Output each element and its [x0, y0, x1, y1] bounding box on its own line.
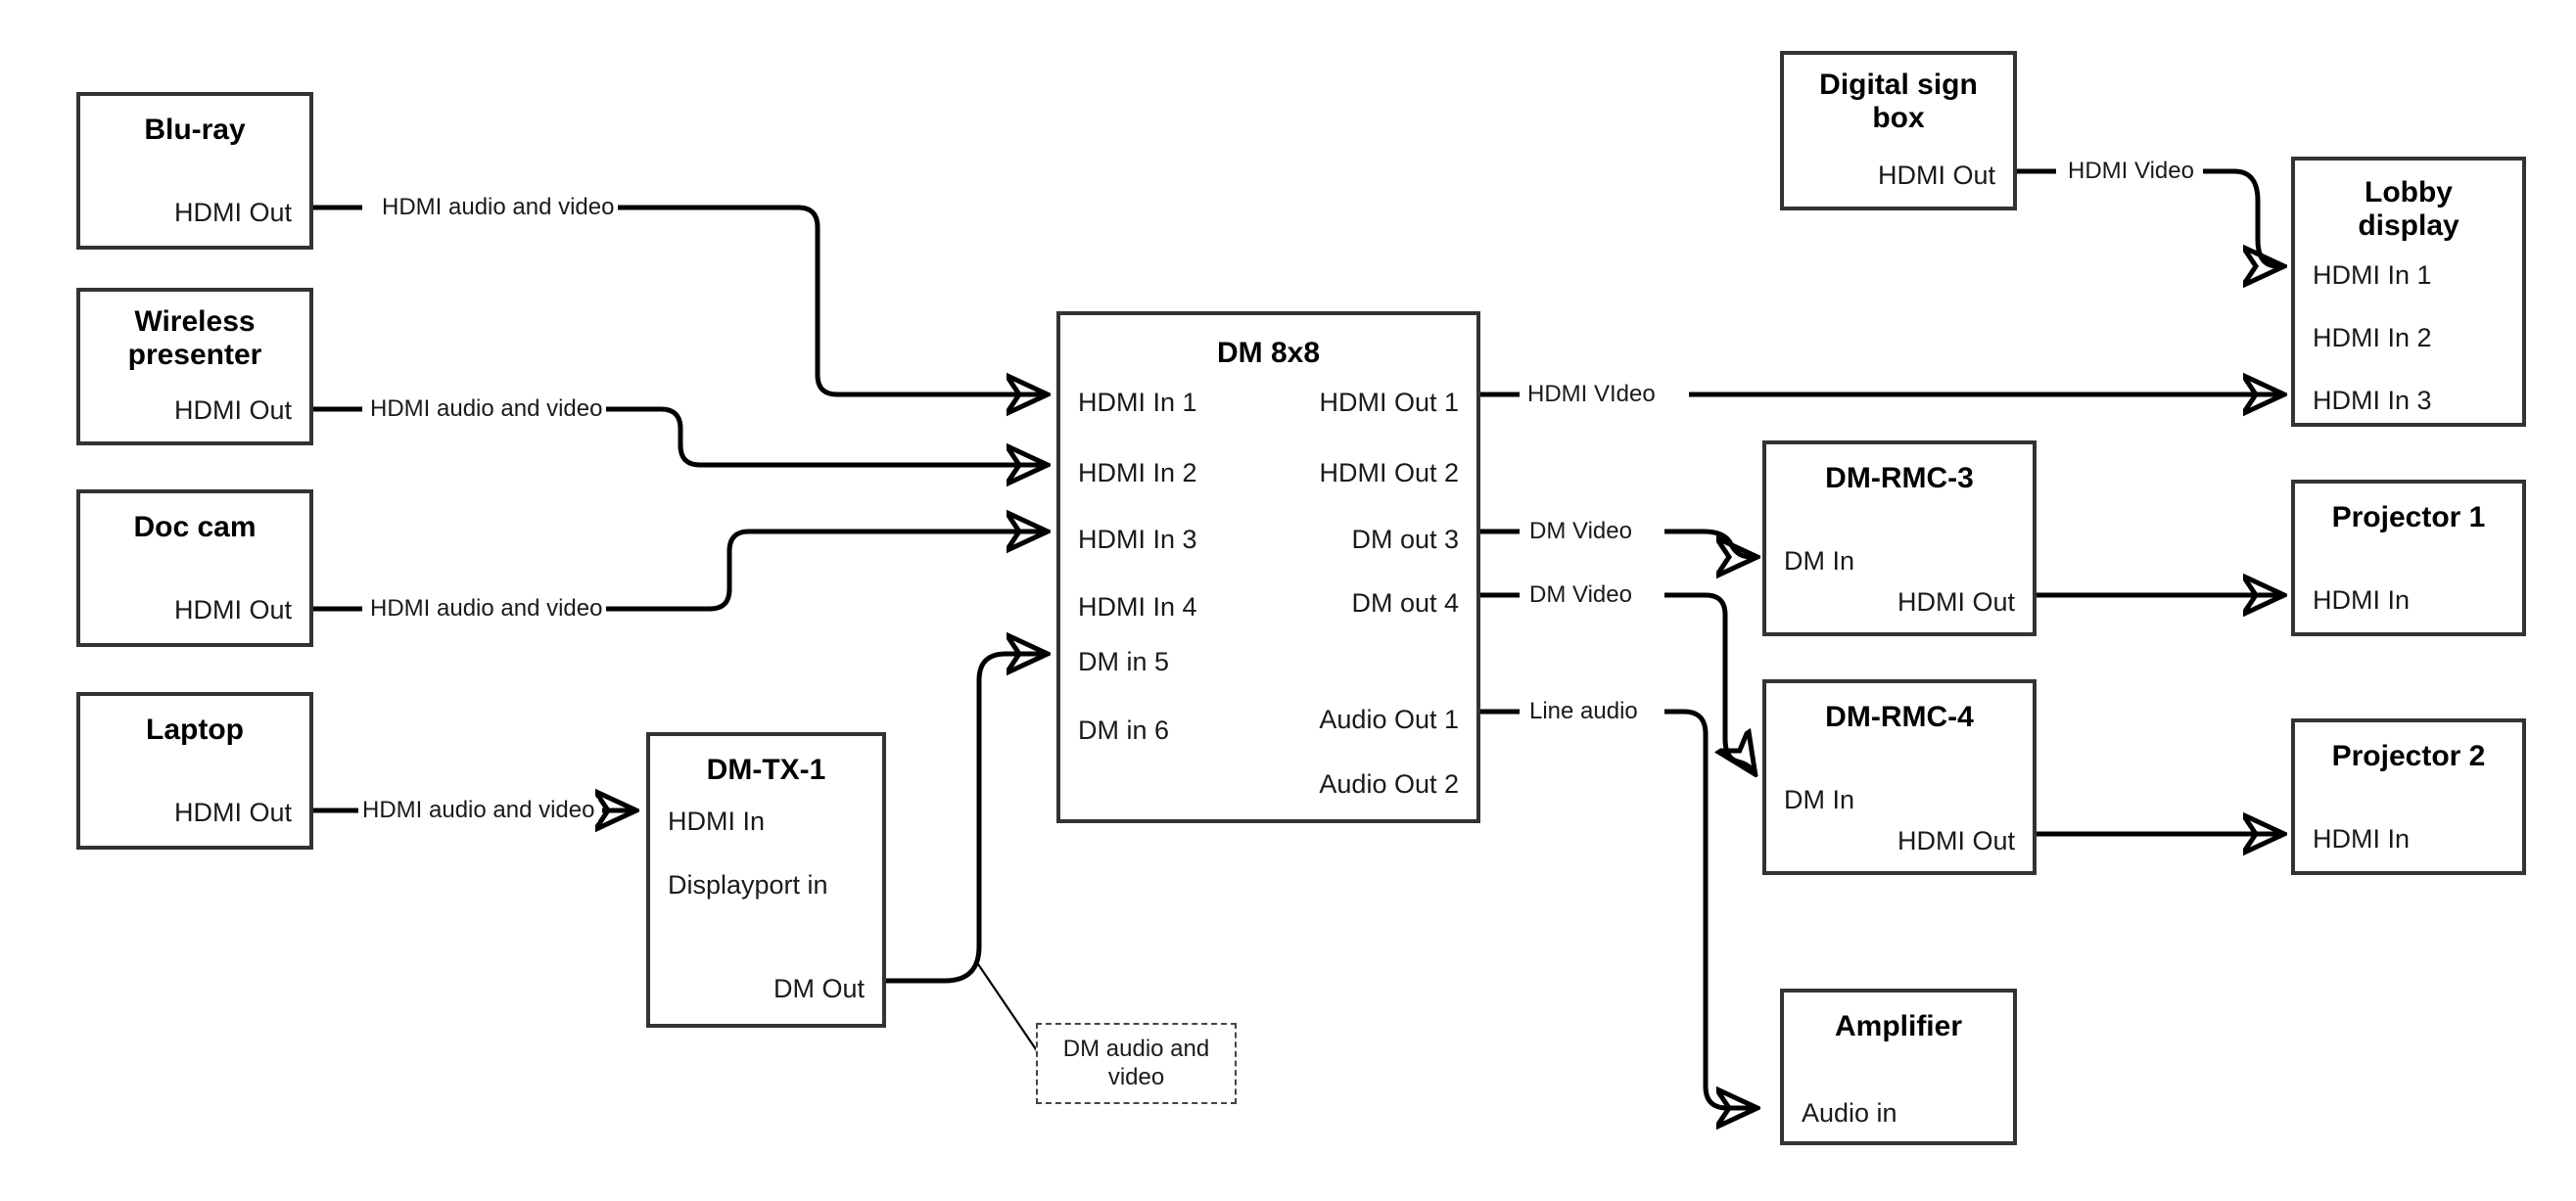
device-projector-2-port-hdmi-in: HDMI In	[2313, 824, 2411, 854]
device-bluray-port-hdmi-out: HDMI Out	[173, 198, 292, 227]
wire-dm-out4-to-rmc4	[1480, 592, 1753, 770]
device-projector-1-port-hdmi-in: HDMI In	[2313, 585, 2411, 615]
device-amplifier[interactable]: Amplifier Audio in	[1780, 989, 2017, 1145]
device-dm-rmc-4-title: DM-RMC-4	[1825, 701, 1974, 733]
device-wireless-presenter[interactable]: Wireless presenter HDMI Out	[76, 288, 313, 445]
device-wireless-presenter-title: Wireless presenter	[127, 305, 262, 371]
device-digital-sign-box-title: Digital sign box	[1819, 69, 1978, 134]
edge-label-bluray-to-dm: HDMI audio and video	[378, 196, 619, 219]
device-digital-sign-box[interactable]: Digital sign box HDMI Out	[1780, 51, 2017, 210]
device-amplifier-title: Amplifier	[1834, 1010, 1963, 1042]
device-dm-8x8-title: DM 8x8	[1216, 337, 1321, 369]
device-laptop[interactable]: Laptop HDMI Out	[76, 692, 313, 850]
device-wireless-presenter-port-hdmi-out: HDMI Out	[173, 395, 292, 425]
device-dm-tx-1-title: DM-TX-1	[706, 754, 826, 786]
device-dm-8x8-output-hdmi-out-2: HDMI Out 2	[1319, 458, 1459, 487]
device-dm-8x8-input-dm-in-5: DM in 5	[1078, 647, 1170, 676]
callout-dm-audio-and-video: DM audio and video	[1036, 1023, 1237, 1104]
device-bluray[interactable]: Blu-ray HDMI Out	[76, 92, 313, 250]
device-laptop-port-hdmi-out: HDMI Out	[173, 798, 292, 827]
device-projector-2[interactable]: Projector 2 HDMI In	[2291, 718, 2526, 875]
device-dm-8x8-output-dm-out-4: DM out 4	[1351, 588, 1459, 618]
device-dm-rmc-3-port-dm-in: DM In	[1784, 546, 1855, 576]
wire-dm-audio-to-amplifier	[1480, 709, 1753, 1108]
device-dm-8x8-output-audio-out-1: Audio Out 1	[1319, 705, 1459, 734]
device-laptop-title: Laptop	[146, 714, 244, 746]
wire-callout-leader	[977, 963, 1039, 1053]
device-lobby-display-input-hdmi-in-3: HDMI In 3	[2313, 386, 2432, 415]
edge-label-dm-out4-to-rmc4: DM Video	[1525, 583, 1636, 607]
edge-label-laptop-to-dmtx1: HDMI audio and video	[358, 799, 599, 822]
device-lobby-display[interactable]: Lobby display HDMI In 1 HDMI In 2 HDMI I…	[2291, 157, 2526, 427]
edge-label-sign-to-lobby: HDMI Video	[2064, 160, 2198, 183]
device-dm-rmc-4-port-hdmi-out: HDMI Out	[1897, 826, 2015, 855]
device-lobby-display-title: Lobby display	[2358, 176, 2459, 242]
device-bluray-title: Blu-ray	[144, 114, 246, 146]
edge-label-dm-audio-to-amp: Line audio	[1525, 700, 1642, 723]
device-doc-cam-port-hdmi-out: HDMI Out	[173, 595, 292, 624]
device-digital-sign-box-port-hdmi-out: HDMI Out	[1877, 161, 1995, 190]
device-dm-rmc-4-port-dm-in: DM In	[1784, 785, 1855, 814]
device-dm-tx-1[interactable]: DM-TX-1 HDMI In Displayport in DM Out	[646, 732, 886, 1028]
device-dm-8x8-output-hdmi-out-1: HDMI Out 1	[1319, 388, 1459, 417]
wire-bluray-to-dm-in1	[313, 205, 1043, 394]
edge-label-dm-out3-to-rmc3: DM Video	[1525, 520, 1636, 543]
device-dm-8x8-input-hdmi-in-4: HDMI In 4	[1078, 592, 1197, 622]
device-dm-8x8-input-hdmi-in-3: HDMI In 3	[1078, 525, 1197, 554]
device-dm-rmc-3-title: DM-RMC-3	[1825, 462, 1974, 494]
device-lobby-display-input-hdmi-in-2: HDMI In 2	[2313, 323, 2432, 352]
device-dm-8x8-input-dm-in-6: DM in 6	[1078, 716, 1170, 745]
edge-label-dm-out1-to-lobby: HDMI VIdeo	[1523, 383, 1660, 406]
device-dm-8x8-input-hdmi-in-2: HDMI In 2	[1078, 458, 1197, 487]
device-dm-rmc-3[interactable]: DM-RMC-3 DM In HDMI Out	[1762, 440, 2037, 636]
device-dm-8x8-output-audio-out-2: Audio Out 2	[1319, 769, 1459, 799]
device-dm-8x8[interactable]: DM 8x8 HDMI In 1 HDMI In 2 HDMI In 3 HDM…	[1056, 311, 1480, 823]
device-doc-cam-title: Doc cam	[133, 511, 257, 543]
device-projector-1[interactable]: Projector 1 HDMI In	[2291, 480, 2526, 636]
device-dm-tx-1-port-displayport-in: Displayport in	[668, 870, 828, 900]
device-dm-tx-1-port-dm-out: DM Out	[773, 974, 865, 1003]
device-lobby-display-input-hdmi-in-1: HDMI In 1	[2313, 260, 2432, 290]
device-dm-8x8-input-hdmi-in-1: HDMI In 1	[1078, 388, 1197, 417]
device-dm-8x8-output-dm-out-3: DM out 3	[1351, 525, 1459, 554]
device-amplifier-port-audio-in: Audio in	[1802, 1098, 1897, 1128]
device-projector-2-title: Projector 2	[2331, 740, 2486, 772]
device-dm-rmc-3-port-hdmi-out: HDMI Out	[1897, 587, 2015, 617]
device-doc-cam[interactable]: Doc cam HDMI Out	[76, 489, 313, 647]
wire-sign-to-lobby-in1	[2017, 168, 2279, 266]
wire-dmtx1-to-dm-in5	[886, 654, 1043, 984]
device-dm-rmc-4[interactable]: DM-RMC-4 DM In HDMI Out	[1762, 679, 2037, 875]
edge-label-doccam-to-dm: HDMI audio and video	[366, 597, 607, 621]
device-dm-tx-1-port-hdmi-in: HDMI In	[668, 807, 766, 836]
device-projector-1-title: Projector 1	[2331, 501, 2486, 533]
edge-label-wireless-to-dm: HDMI audio and video	[366, 397, 607, 421]
